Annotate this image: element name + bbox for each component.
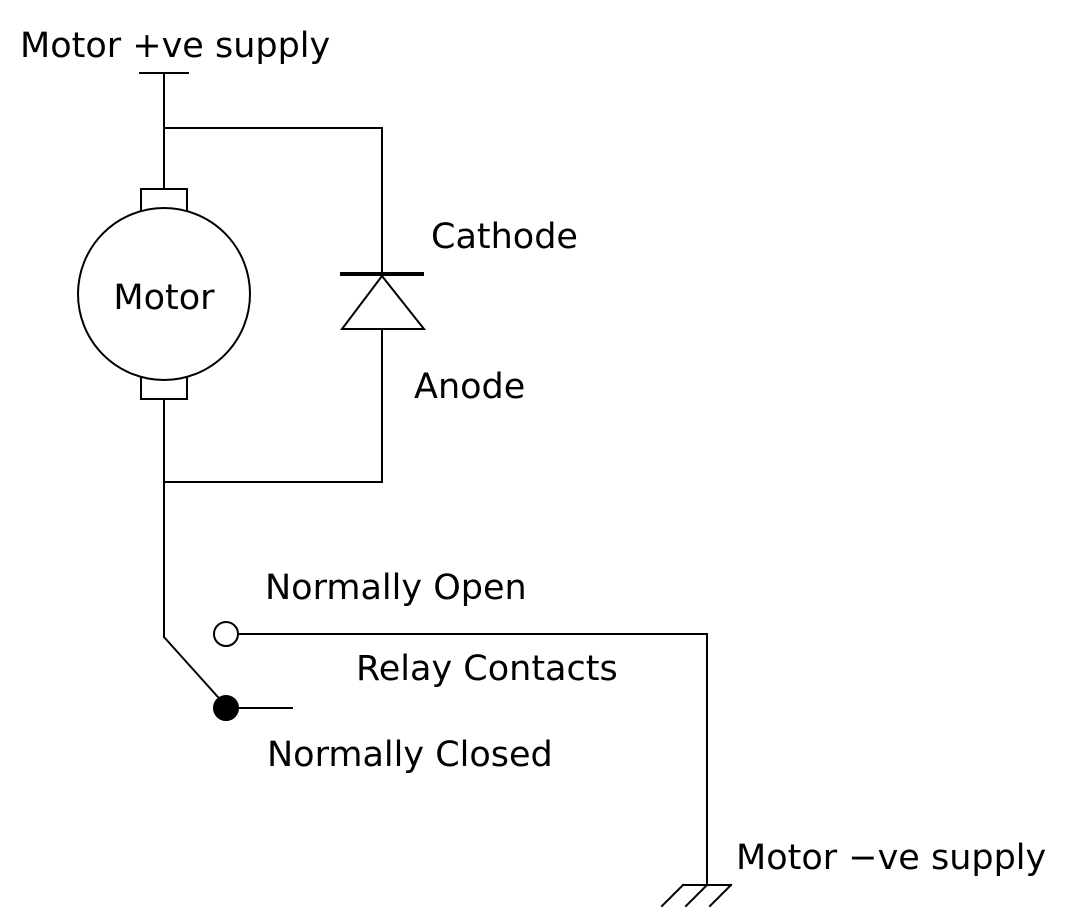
positive-supply-terminal <box>139 72 189 190</box>
normally-closed-contact <box>213 695 239 721</box>
positive-supply-label: Motor +ve supply <box>20 26 330 66</box>
motor-body <box>77 207 251 381</box>
top-flyback-wire <box>163 127 383 275</box>
ground-hatch-1 <box>660 883 685 908</box>
ground-icon <box>660 883 733 908</box>
motor-label: Motor <box>113 278 215 318</box>
normally-closed-label: Normally Closed <box>267 735 553 775</box>
ground-hatch-2 <box>684 883 709 908</box>
ground-hatch-3 <box>708 883 733 908</box>
relay-switch-arm <box>162 635 228 708</box>
relay-contacts <box>162 621 708 886</box>
relay-contacts-label: Relay Contacts <box>356 649 618 689</box>
flyback-diode <box>339 272 427 483</box>
cathode-label: Cathode <box>431 217 578 257</box>
normally-open-contact <box>213 621 239 647</box>
motor-symbol <box>77 188 251 400</box>
bottom-flyback-wire <box>163 398 383 638</box>
negative-supply-label: Motor −ve supply <box>736 838 1046 878</box>
diode-triangle <box>339 274 427 330</box>
anode-label: Anode <box>414 367 525 407</box>
normally-open-label: Normally Open <box>265 568 527 608</box>
